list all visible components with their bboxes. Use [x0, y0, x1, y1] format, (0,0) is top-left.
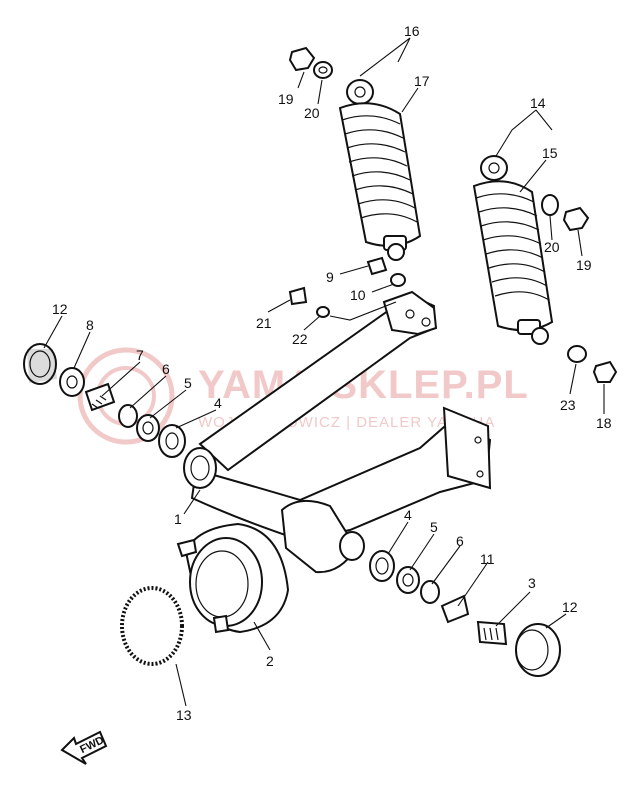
callout-5-right: 5	[430, 519, 438, 535]
callout-23: 23	[560, 397, 576, 413]
pivot-parts-right	[369, 550, 561, 677]
callout-6-left: 6	[162, 361, 170, 377]
callout-19-left: 19	[278, 91, 294, 107]
forward-direction-arrow: FWD	[60, 730, 108, 765]
callout-9: 9	[326, 269, 334, 285]
callout-13: 13	[176, 707, 192, 723]
callout-6-right: 6	[456, 533, 464, 549]
callout-10: 10	[350, 287, 366, 303]
callout-2: 2	[266, 653, 274, 669]
callout-16: 16	[404, 23, 420, 39]
hardware	[288, 46, 618, 383]
final-drive-case	[176, 522, 290, 634]
callout-18: 18	[596, 415, 612, 431]
callout-labels: 1 2 3 4 4 5 5 6 6 7 8 9 10 11 12 12 13 1…	[52, 23, 612, 723]
callout-5-left: 5	[184, 375, 192, 391]
callout-12-left: 12	[52, 301, 68, 317]
callout-17: 17	[414, 73, 430, 89]
callout-3: 3	[528, 575, 536, 591]
callout-19-right: 19	[576, 257, 592, 273]
watermark-logo-outer	[77, 347, 175, 445]
callout-1: 1	[174, 511, 182, 527]
callout-20-left: 20	[304, 105, 320, 121]
callout-14: 14	[530, 95, 546, 111]
pivot-parts-left	[23, 343, 186, 458]
rear-shock-absorber-left	[338, 79, 422, 261]
callout-22: 22	[292, 331, 308, 347]
callout-20-right: 20	[544, 239, 560, 255]
callout-7: 7	[136, 347, 144, 363]
callout-11: 11	[480, 551, 495, 567]
swingarm	[183, 290, 492, 574]
callout-8: 8	[86, 317, 94, 333]
callout-4-right: 4	[404, 507, 412, 523]
leader-lines	[43, 37, 605, 707]
rear-shock-absorber-right	[472, 155, 554, 345]
callout-15: 15	[542, 145, 558, 161]
callout-21: 21	[256, 315, 272, 331]
callout-4-left: 4	[214, 395, 222, 411]
callout-12-right: 12	[562, 599, 578, 615]
o-ring	[120, 586, 184, 666]
